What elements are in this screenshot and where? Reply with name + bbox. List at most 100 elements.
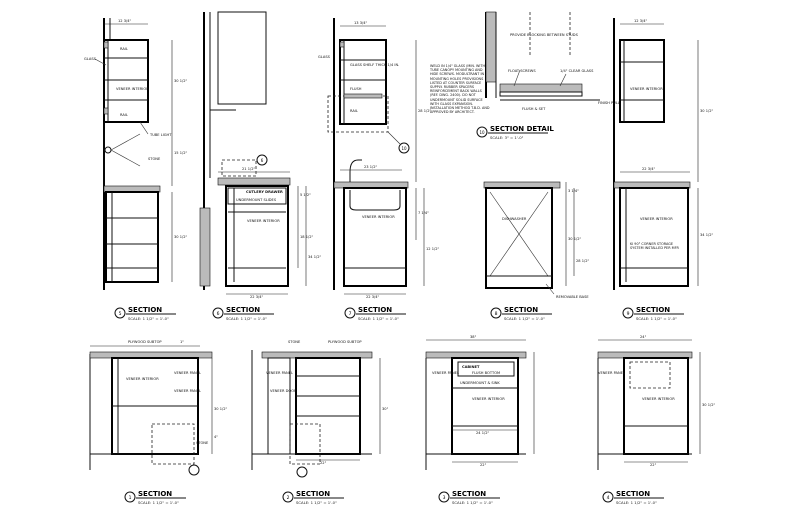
s3-label-undermount: UNDERMOUNT & SINK [460,381,500,385]
title-9-scale: SCALE: 1 1/2" = 1'-0" [636,316,677,321]
section-3-drawing: 38" CABINET FLUSH BOTTOM UNDERMOUNT & SI… [425,335,535,470]
s5-dim-right: 30 1/2" [174,79,187,83]
detail10-provide: PROVIDE BLOCKING BETWEEN STUDS [510,33,579,37]
title-section-5: 5 SECTION SCALE: 1 1/2" = 1'-0" [114,306,176,321]
title-5-number: 5 [119,311,122,317]
section-detail-10-drawing: PROVIDE BLOCKING BETWEEN STUDS FLOAT SCR… [476,11,600,140]
s5-dim-mid: 15 1/2" [174,151,187,155]
s4-dim-top: 24" [640,335,647,339]
detail10-clear: 1/4" CLEAR GLASS [560,69,594,73]
s6-dim-r3: 34 1/2" [308,255,321,259]
title-6-scale: SCALE: 1 1/2" = 1'-0" [226,316,267,321]
section-6-drawing: 6 21 1/2" CUTLERY DRAWER UNDERMOUNT SLID… [199,11,321,299]
svg-text:6: 6 [261,158,264,163]
s7-dim-r2: 7 1/4" [418,211,429,215]
s8-dim-r1: 3 1/4" [568,189,579,193]
section-5-drawing: 12 3/4" RAIL GLASS VENEER INTERIOR RAIL … [84,18,187,290]
s5-label-tube: TUBE LIGHT [149,133,172,137]
svg-text:10: 10 [401,146,407,151]
s7-dim-top: 13 3/4" [354,21,367,25]
s3-label-flush: FLUSH BOTTOM [472,371,500,375]
s1-dim-r: 30 1/2" [214,407,227,411]
s7-label-glass: GLASS [318,55,331,59]
title-8-scale: SCALE: 1 1/2" = 1'-0" [504,316,545,321]
title-3-number: 3 [443,495,446,501]
s2-label-stone: STONE [288,340,301,344]
s7-label-flush: FLUSH [350,87,362,91]
s6-dim-bottom: 22 3/4" [250,295,263,299]
s1-dim-r2: 4" [214,435,218,439]
s9-corner-note: KI 90° CORNER STORAGE SYSTEM INSTALLED P… [630,242,679,251]
s9-dim-top: 12 3/4" [634,19,647,23]
s5-label-rail2: RAIL [120,113,128,117]
title-7-text: SECTION [358,306,392,314]
s4-dim-bottom: 22" [650,463,657,467]
detail10-bubble [476,126,488,138]
title-9-number: 9 [627,311,630,317]
title-1-scale: SCALE: 1 1/2" = 1'-0" [138,500,179,505]
s7-dim-bottom: 22 3/4" [366,295,379,299]
s5-dim-low: 30 1/2" [174,235,187,239]
s6-dim-r2: 18 1/2" [300,235,313,239]
title-section-2: 2 SECTION SCALE: 1 1/2" = 1'-0" [282,490,344,505]
title-section-3: 3 SECTION SCALE: 1 1/2" = 1'-0" [438,490,500,505]
title-2-text: SECTION [296,490,330,498]
title-6-number: 6 [217,311,220,317]
s3-label-cabinet: CABINET [462,365,480,369]
title-8-number: 8 [495,311,498,317]
s9-dim-r1: 30 1/2" [700,109,713,113]
s3-dim-bottom: 22" [480,463,487,467]
s3-label-veneer-panel: VENEER PANEL [432,371,459,375]
s8-label-removable: REMOVABLE BASE [556,295,589,299]
section-9-drawing: 12 3/4" VENEER INTERIOR FINISH PULL 22 3… [598,18,713,290]
s1-label-veneer-panel2: VENEER PANEL [174,389,201,393]
s8-dim-r2: 30 1/2" [568,237,581,241]
detail10-title: SECTION DETAIL [490,125,554,133]
s3-dim-mid: 24 1/2" [476,431,489,435]
title-section-9: 9 SECTION SCALE: 1 1/2" = 1'-0" [622,306,684,321]
title-1-number: 1 [129,495,132,501]
title-section-4: 4 SECTION SCALE: 1 1/2" = 1'-0" [602,490,664,505]
s9-dim-r2: 34 1/2" [700,233,713,237]
s1-label-stone: STONE [196,441,209,445]
s5-label-veneer: VENEER INTERIOR [116,87,149,91]
title-4-text: SECTION [616,490,650,498]
s7-dim-r1: 28 1/2" [418,109,431,113]
title-2-number: 2 [287,495,290,501]
section-1-drawing: PLYWOOD SUBTOP 1" VENEER INTERIOR VENEER… [89,340,227,476]
s9-corner-text: KI 90° CORNER STORAGE SYSTEM INSTALLED P… [630,242,679,251]
s9-label-veneer: VENEER INTERIOR [630,87,663,91]
s5-dim-top: 12 3/4" [118,19,131,23]
s7-dim-mid: 23 1/2" [364,165,377,169]
title-5-scale: SCALE: 1 1/2" = 1'-0" [128,316,169,321]
detail10-scale: SCALE: 3" = 1'-0" [490,135,524,140]
s4-dim-r: 30 1/2" [702,403,715,407]
s7-note-text: WELD IN 1/4" GLASS (MIN. WITHIN) TUBE CA… [430,64,490,115]
s8-dim-r3: 28 1/2" [576,259,589,263]
title-5-text: SECTION [128,306,162,314]
title-7-number: 7 [349,311,352,317]
section-7-drawing: 13 3/4" GLASS GLASS SHELF THICK 1/4 IN. … [318,18,490,299]
s3-label-veneer: VENEER INTERIOR [472,397,505,401]
s3-dim-top: 38" [470,335,477,339]
s7-label-glass-shelf: GLASS SHELF THICK 1/4 IN. [350,63,399,67]
top-titles: 5 SECTION SCALE: 1 1/2" = 1'-0" 6 SECTIO… [114,306,684,321]
s9-label-finish: FINISH PULL [598,101,620,105]
title-6-text: SECTION [226,306,260,314]
s5-label-glass: GLASS [84,57,97,61]
title-9-text: SECTION [636,306,670,314]
bottom-titles: 1 SECTION SCALE: 1 1/2" = 1'-0" 2 SECTIO… [124,490,664,505]
title-1-text: SECTION [138,490,172,498]
s1-label-veneer-int: VENEER INTERIOR [126,377,159,381]
title-7-scale: SCALE: 1 1/2" = 1'-0" [358,316,399,321]
s4-label-veneer-panel: VENEER PANEL [598,371,625,375]
s7-label-rail: RAIL [350,109,358,113]
title-4-scale: SCALE: 1 1/2" = 1'-0" [616,500,657,505]
s2-dim-r: 30" [382,407,389,411]
s7-label-veneer: VENEER INTERIOR [362,215,395,219]
s2-label-veneer-door: VENEER DOOR [270,389,297,393]
s6-label-cutlery: CUTLERY DRAWER [246,190,283,194]
s4-label-veneer-int: VENEER INTERIOR [642,397,675,401]
